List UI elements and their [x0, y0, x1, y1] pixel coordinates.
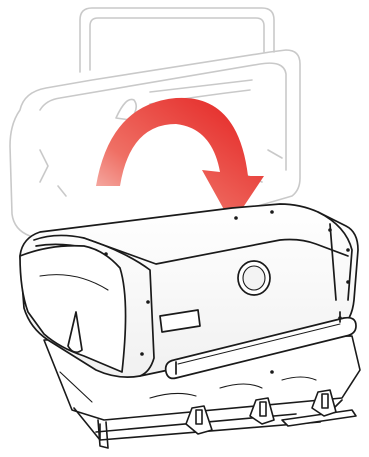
temperature-gauge-icon [238, 261, 270, 295]
curved-arrow-icon [96, 98, 264, 224]
